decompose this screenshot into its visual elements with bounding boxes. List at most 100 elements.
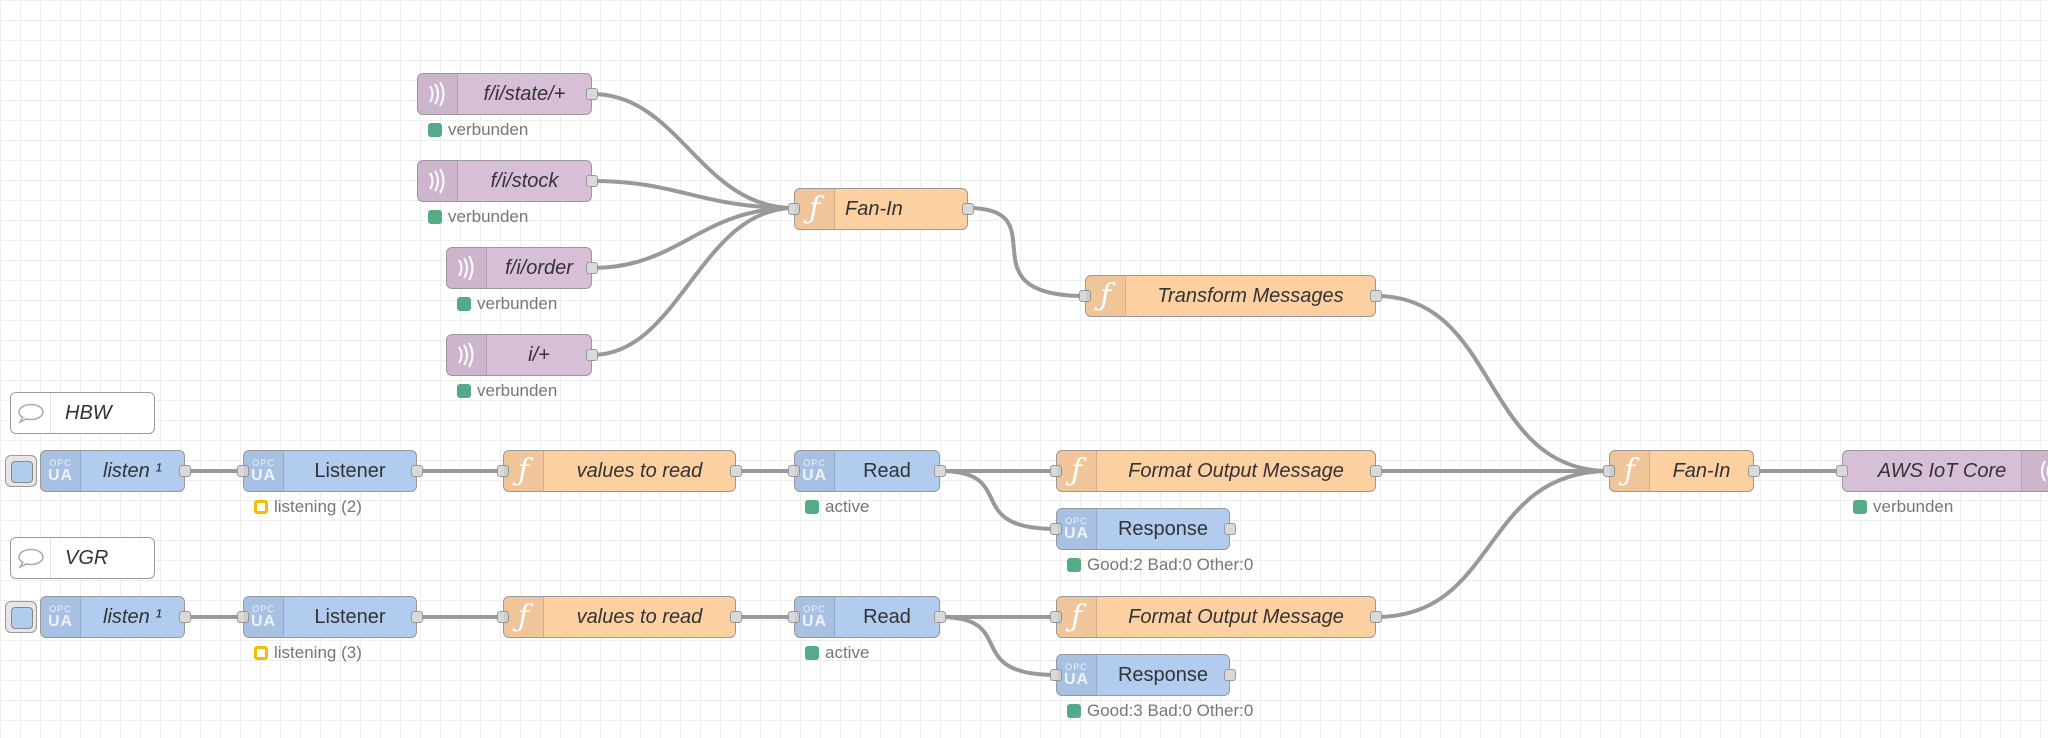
status-text: verbunden [477, 381, 558, 400]
input-port[interactable] [1603, 465, 1615, 477]
function-icon: ƒ [1086, 276, 1126, 316]
function-node-fan-in-bottom[interactable]: ƒ Fan-In [1603, 450, 1760, 492]
status-text: verbunden [448, 120, 529, 139]
function-node-transform-messages[interactable]: ƒ Transform Messages [1079, 275, 1382, 317]
function-node-hbw-values-to-read[interactable]: ƒ values to read [497, 450, 742, 492]
status-dot-icon [457, 297, 471, 311]
input-port[interactable] [1079, 290, 1091, 302]
output-port[interactable] [730, 465, 742, 477]
input-port[interactable] [1050, 523, 1062, 535]
function-node-hbw-format-output[interactable]: ƒ Format Output Message [1050, 450, 1382, 492]
output-port[interactable] [962, 203, 974, 215]
status-text: verbunden [477, 294, 558, 313]
mqtt-in-node-state[interactable]: f/i/state/+ [417, 73, 598, 115]
node-status: verbunden [457, 294, 557, 314]
output-port[interactable] [586, 262, 598, 274]
wire [939, 469, 1057, 531]
output-port[interactable] [934, 465, 946, 477]
output-port[interactable] [586, 88, 598, 100]
input-port[interactable] [1050, 611, 1062, 623]
node-label: Listener [314, 459, 386, 482]
node-status: listening (3) [254, 643, 362, 663]
output-port[interactable] [1370, 290, 1382, 302]
mqtt-icon [447, 335, 487, 375]
function-node-vgr-format-output[interactable]: ƒ Format Output Message [1050, 596, 1382, 638]
output-port[interactable] [934, 611, 946, 623]
wire [591, 179, 795, 210]
output-port[interactable] [1370, 465, 1382, 477]
output-port[interactable] [179, 465, 191, 477]
input-port[interactable] [788, 611, 800, 623]
input-port[interactable] [497, 611, 509, 623]
output-port[interactable] [411, 465, 423, 477]
input-port[interactable] [1050, 465, 1062, 477]
output-port[interactable] [1224, 669, 1236, 681]
inject-button[interactable] [5, 455, 37, 487]
input-port[interactable] [788, 465, 800, 477]
inject-button[interactable] [5, 601, 37, 633]
input-port[interactable] [1050, 669, 1062, 681]
node-label: listen ¹ [103, 605, 162, 628]
node-status: active [805, 643, 869, 663]
comment-node-hbw[interactable]: HBW [10, 392, 155, 434]
output-port[interactable] [586, 175, 598, 187]
function-node-vgr-values-to-read[interactable]: ƒ values to read [497, 596, 742, 638]
comment-icon [11, 538, 51, 578]
wire [939, 615, 1057, 677]
input-port[interactable] [788, 203, 800, 215]
output-port[interactable] [1370, 611, 1382, 623]
function-icon: ƒ [795, 189, 835, 229]
node-label: Format Output Message [1128, 605, 1344, 628]
node-status: verbunden [428, 207, 528, 227]
status-text: listening (2) [274, 497, 362, 516]
node-status: Good:2 Bad:0 Other:0 [1067, 555, 1253, 575]
output-port[interactable] [1224, 523, 1236, 535]
input-port[interactable] [497, 465, 509, 477]
node-status: verbunden [428, 120, 528, 140]
node-label: values to read [576, 605, 703, 628]
wire [591, 92, 795, 210]
output-port[interactable] [411, 611, 423, 623]
output-port[interactable] [730, 611, 742, 623]
mqtt-in-node-stock[interactable]: f/i/stock [417, 160, 598, 202]
function-node-fan-in-top[interactable]: ƒ Fan-In [788, 188, 974, 230]
mqtt-icon [2021, 451, 2048, 491]
mqtt-icon [447, 248, 487, 288]
output-port[interactable] [1748, 465, 1760, 477]
status-dot-icon [457, 384, 471, 398]
mqtt-in-node-iplus[interactable]: i/+ [446, 334, 598, 376]
node-label: f/i/state/+ [483, 82, 566, 105]
comment-icon [11, 393, 51, 433]
function-icon: ƒ [1057, 597, 1097, 637]
output-port[interactable] [586, 349, 598, 361]
status-dot-icon [1853, 500, 1867, 514]
input-port[interactable] [237, 465, 249, 477]
wire [591, 206, 795, 270]
status-text: verbunden [1873, 497, 1954, 516]
comment-node-vgr[interactable]: VGR [10, 537, 155, 579]
mqtt-out-node-aws[interactable]: AWS IoT Core [1836, 450, 2048, 492]
wire [1375, 469, 1610, 619]
input-port[interactable] [1836, 465, 1848, 477]
node-label: listen ¹ [103, 459, 162, 482]
status-dot-icon [1067, 704, 1081, 718]
node-label: HBW [65, 401, 112, 424]
output-port[interactable] [179, 611, 191, 623]
node-label: Fan-In [1672, 459, 1731, 482]
input-port[interactable] [237, 611, 249, 623]
mqtt-icon [418, 74, 458, 114]
mqtt-in-node-order[interactable]: f/i/order [446, 247, 598, 289]
status-text: listening (3) [274, 643, 362, 662]
mqtt-icon [418, 161, 458, 201]
